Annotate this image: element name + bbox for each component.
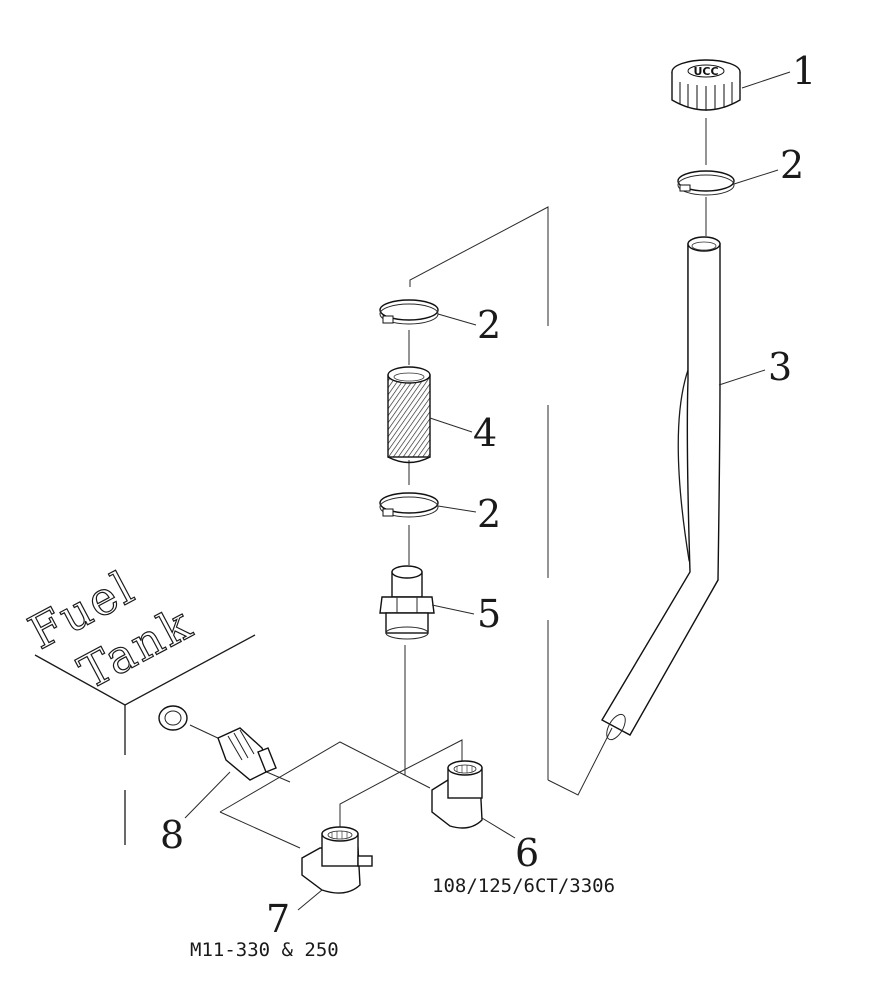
filler-cap: UCC — [671, 59, 741, 111]
leader-lines — [189, 118, 707, 849]
adapter-fitting — [379, 565, 435, 640]
note-part6-models: 108/125/6CT/3306 — [432, 875, 615, 897]
callout-6: 6 — [515, 831, 539, 875]
hose-clamp-top — [677, 170, 735, 196]
elbow-fitting-7 — [301, 826, 373, 894]
male-connector-8 — [217, 727, 277, 781]
callout-7: 7 — [266, 897, 290, 941]
callout-4: 4 — [473, 411, 497, 455]
callout-3: 3 — [768, 345, 792, 389]
seal-ring — [158, 705, 188, 731]
callout-2-upper: 2 — [477, 303, 501, 347]
elbow-fitting-6 — [431, 760, 483, 829]
callout-2-top: 2 — [780, 143, 804, 187]
callout-8: 8 — [160, 813, 184, 857]
hose-clamp-lower — [379, 492, 439, 518]
breather-tube — [601, 236, 721, 741]
cap-logo: UCC — [693, 65, 718, 78]
hose-clamp-upper — [379, 299, 439, 325]
callout-2-lower: 2 — [477, 492, 501, 536]
callout-5: 5 — [477, 592, 501, 636]
callout-1: 1 — [792, 49, 816, 93]
note-part7-models: M11-330 & 250 — [190, 939, 339, 961]
fuel-tank: Fuel Tank — [19, 559, 256, 845]
callout-leaders — [184, 71, 791, 911]
breather-hose — [387, 366, 431, 464]
callouts: 1 2 3 2 4 2 5 6 7 8 — [160, 49, 816, 941]
